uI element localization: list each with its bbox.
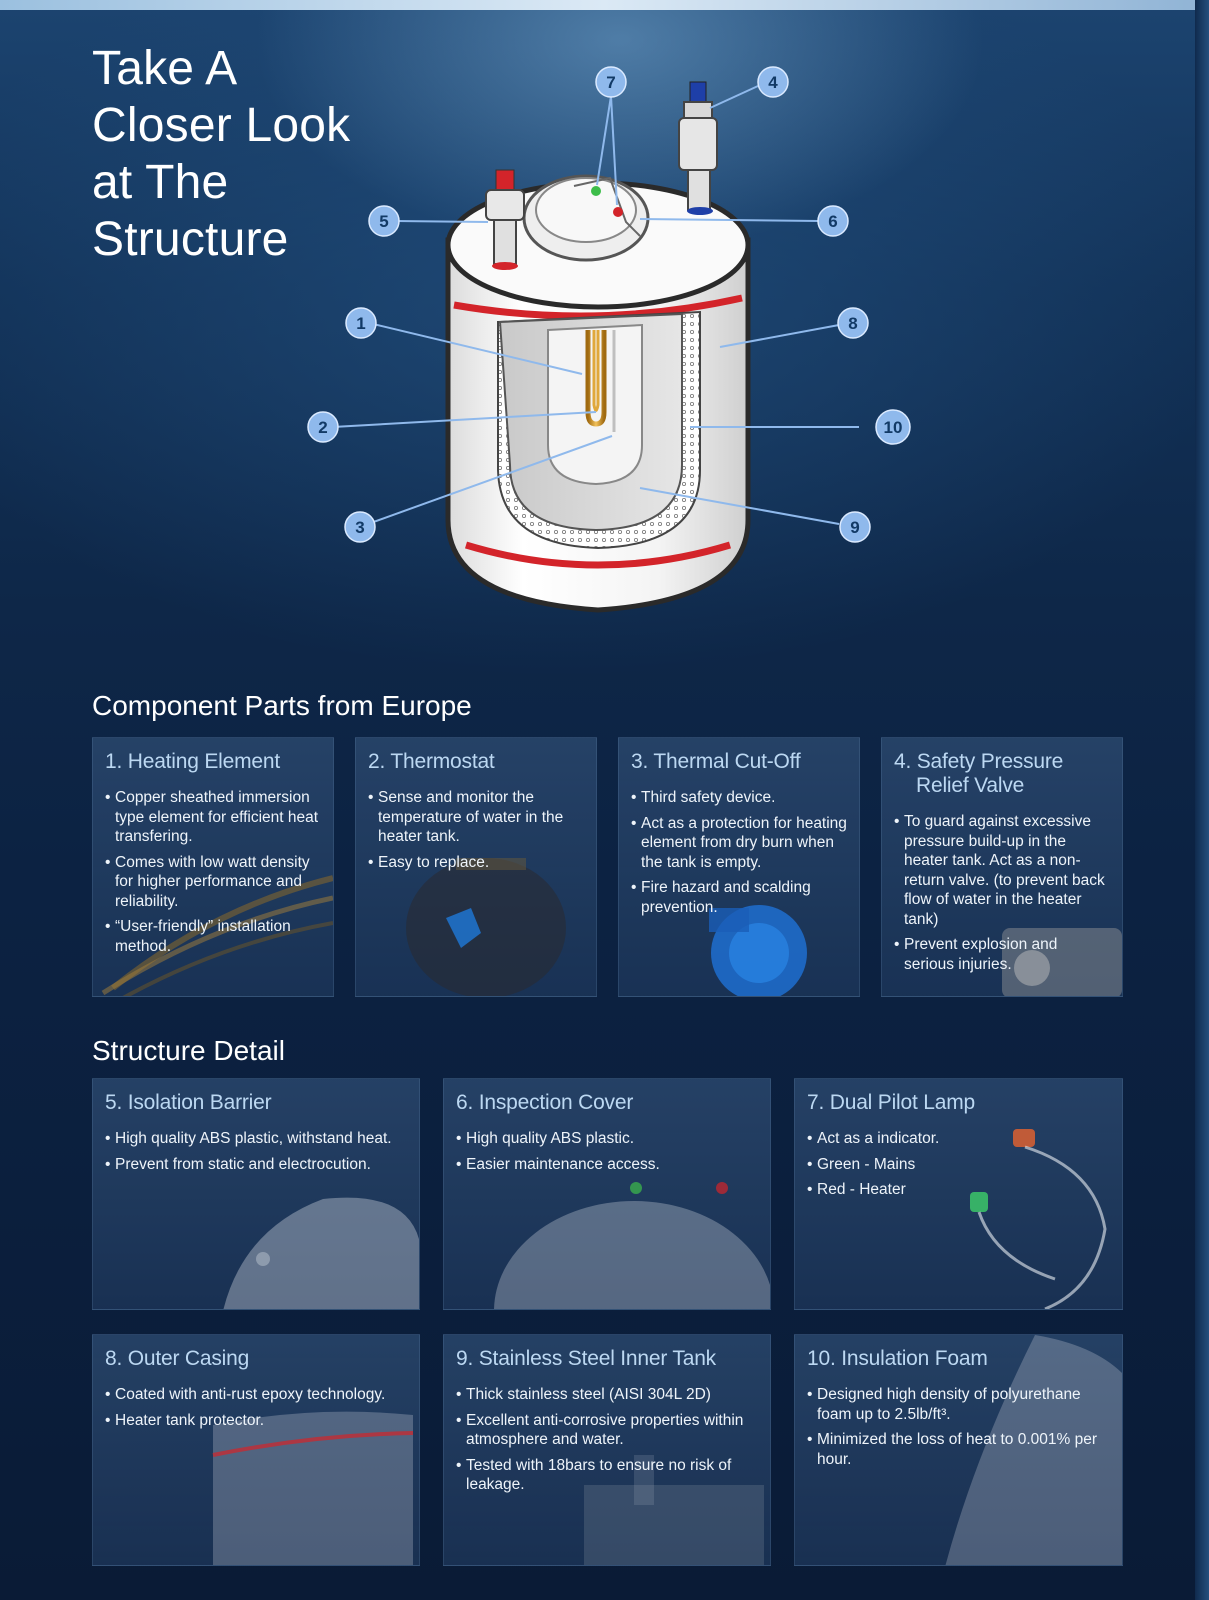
headline: Take A Closer Look at The Structure — [92, 40, 350, 268]
card-safety-valve: 4. Safety Pressure Relief Valve To guard… — [881, 737, 1123, 997]
bullet: Easier maintenance access. — [456, 1155, 758, 1175]
svg-text:5: 5 — [379, 212, 388, 231]
bullet: Sense and monitor the temperature of wat… — [368, 788, 584, 847]
bullet: Easy to replace. — [368, 853, 584, 873]
bullet: Prevent explosion and serious injuries. — [894, 935, 1110, 974]
callout-1: 1 — [345, 307, 377, 339]
card-bullets: High quality ABS plastic. Easier mainten… — [456, 1129, 758, 1174]
headline-line: at The — [92, 156, 229, 209]
inspection-cover-photo — [494, 1182, 770, 1309]
card-thermostat: 2. Thermostat Sense and monitor the temp… — [355, 737, 597, 997]
card-title: 6. Inspection Cover — [456, 1091, 634, 1114]
card-dual-pilot-lamp: 7. Dual Pilot Lamp Act as a indicator. G… — [794, 1078, 1123, 1310]
callout-3: 3 — [344, 511, 376, 543]
card-bullets: Copper sheathed immersion type element f… — [105, 788, 321, 956]
card-inner-tank: 9. Stainless Steel Inner Tank Thick stai… — [443, 1334, 771, 1566]
card-title: 3. Thermal Cut-Off — [631, 750, 801, 773]
headline-line: Structure — [92, 213, 289, 266]
callout-2: 2 — [307, 411, 339, 443]
card-bullets: Thick stainless steel (AISI 304L 2D) Exc… — [456, 1385, 758, 1495]
card-heating-element: 1. Heating Element Copper sheathed immer… — [92, 737, 334, 997]
card-bullets: Third safety device. Act as a protection… — [631, 788, 847, 917]
bullet: Designed high density of polyurethane fo… — [807, 1385, 1110, 1424]
headline-line: Take A — [92, 42, 238, 95]
card-outer-casing: 8. Outer Casing Coated with anti-rust ep… — [92, 1334, 420, 1566]
bullet: “User-friendly” installation method. — [105, 917, 321, 956]
callouts: 1 2 3 4 5 6 7 — [307, 66, 911, 543]
bullet: Excellent anti-corrosive properties with… — [456, 1411, 758, 1450]
components-section-title: Component Parts from Europe — [92, 690, 472, 721]
bullet: Red - Heater — [807, 1180, 1110, 1200]
card-title: 1. Heating Element — [105, 750, 281, 773]
svg-text:6: 6 — [828, 212, 837, 231]
bullet: To guard against excessive pressure buil… — [894, 812, 1110, 929]
card-title: 5. Isolation Barrier — [105, 1091, 272, 1114]
card-bullets: Sense and monitor the temperature of wat… — [368, 788, 584, 872]
callout-6: 6 — [817, 205, 849, 237]
leader-lines — [332, 85, 859, 525]
card-inspection-cover: 6. Inspection Cover High quality ABS pla… — [443, 1078, 771, 1310]
svg-text:3: 3 — [355, 518, 364, 537]
bullet: Thick stainless steel (AISI 304L 2D) — [456, 1385, 758, 1405]
card-title: 9. Stainless Steel Inner Tank — [456, 1347, 716, 1370]
bullet: Copper sheathed immersion type element f… — [105, 788, 321, 847]
card-bullets: To guard against excessive pressure buil… — [894, 812, 1110, 974]
card-title: 8. Outer Casing — [105, 1347, 250, 1370]
svg-text:2: 2 — [318, 418, 327, 437]
thermal-cutoff-photo — [709, 905, 807, 996]
callout-5: 5 — [368, 205, 400, 237]
card-title: 7. Dual Pilot Lamp — [807, 1091, 975, 1114]
svg-text:4: 4 — [768, 73, 778, 92]
tank-illustration — [445, 81, 751, 613]
card-bullets: Act as a indicator. Green - Mains Red - … — [807, 1129, 1110, 1200]
page-frame-edge — [1195, 0, 1209, 1600]
card-title: 4. Safety Pressure Relief Valve — [894, 750, 1064, 797]
bullet: High quality ABS plastic. — [456, 1129, 758, 1149]
bullet: Green - Mains — [807, 1155, 1110, 1175]
callout-4: 4 — [757, 66, 789, 98]
card-insulation-foam: 10. Insulation Foam Designed high densit… — [794, 1334, 1123, 1566]
water-heater-diagram: 1 2 3 4 5 6 7 — [307, 66, 911, 613]
card-bullets: Designed high density of polyurethane fo… — [807, 1385, 1110, 1469]
bullet: Fire hazard and scalding prevention. — [631, 878, 847, 917]
bullet: Comes with low watt density for higher p… — [105, 853, 321, 912]
card-thermal-cutoff: 3. Thermal Cut-Off Third safety device. … — [618, 737, 860, 997]
svg-text:8: 8 — [848, 314, 857, 333]
card-bullets: High quality ABS plastic, withstand heat… — [105, 1129, 407, 1174]
structure-section-title: Structure Detail — [92, 1035, 285, 1066]
callout-10: 10 — [875, 409, 911, 445]
bullet: Third safety device. — [631, 788, 847, 808]
callout-8: 8 — [837, 307, 869, 339]
isolation-barrier-photo — [223, 1197, 419, 1309]
svg-text:10: 10 — [884, 418, 903, 437]
inner-tank-photo — [584, 1455, 764, 1565]
bullet: Act as a indicator. — [807, 1129, 1110, 1149]
outer-casing-photo — [212, 1411, 414, 1565]
card-title: 10. Insulation Foam — [807, 1347, 988, 1370]
card-bullets: Coated with anti-rust epoxy technology. … — [105, 1385, 407, 1430]
callout-7: 7 — [595, 66, 627, 98]
svg-text:7: 7 — [606, 73, 615, 92]
bullet: Act as a protection for heating element … — [631, 814, 847, 873]
callout-9: 9 — [839, 511, 871, 543]
bullet: Prevent from static and electrocution. — [105, 1155, 407, 1175]
bullet: Minimized the loss of heat to 0.001% per… — [807, 1430, 1110, 1469]
svg-text:9: 9 — [850, 518, 859, 537]
bullet: Heater tank protector. — [105, 1411, 407, 1431]
bullet: High quality ABS plastic, withstand heat… — [105, 1129, 407, 1149]
headline-line: Closer Look — [92, 99, 351, 152]
bullet: Tested with 18bars to ensure no risk of … — [456, 1456, 758, 1495]
card-isolation-barrier: 5. Isolation Barrier High quality ABS pl… — [92, 1078, 420, 1310]
bullet: Coated with anti-rust epoxy technology. — [105, 1385, 407, 1405]
card-title: 2. Thermostat — [368, 750, 495, 773]
svg-text:1: 1 — [356, 314, 365, 333]
